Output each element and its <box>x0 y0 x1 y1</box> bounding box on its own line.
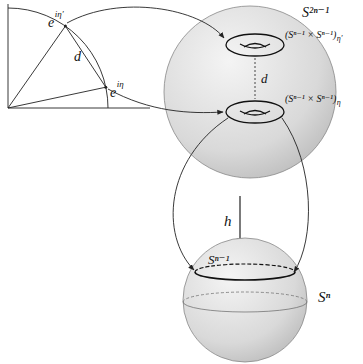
torus-label: (Sⁿ⁻¹ × Sⁿ⁻¹) <box>285 30 336 40</box>
tori <box>226 34 284 123</box>
complex-plane <box>8 4 150 108</box>
map-arrows <box>67 7 224 113</box>
map-label: h <box>224 214 232 229</box>
sphere-s2n-1 <box>164 6 336 178</box>
subscript: η <box>337 99 341 107</box>
sphere-label: Sⁿ <box>318 290 330 305</box>
circle-label: Sⁿ⁻¹ <box>208 253 229 266</box>
distance-label: d <box>261 72 268 85</box>
subscript: η′ <box>337 35 343 43</box>
point-label: e <box>110 86 116 100</box>
torus-label: (Sⁿ⁻¹ × Sⁿ⁻¹) <box>285 94 336 104</box>
point-label: e <box>48 16 54 30</box>
exponent: iη′ <box>55 10 64 19</box>
sphere-sn <box>183 238 307 362</box>
distance-line <box>255 58 256 99</box>
distance-label: d <box>74 50 81 64</box>
fiber-arrows <box>173 118 308 272</box>
exponent: iη <box>117 80 124 89</box>
sphere-circles <box>183 264 307 312</box>
sphere-label: S²ⁿ⁻¹ <box>302 6 329 20</box>
